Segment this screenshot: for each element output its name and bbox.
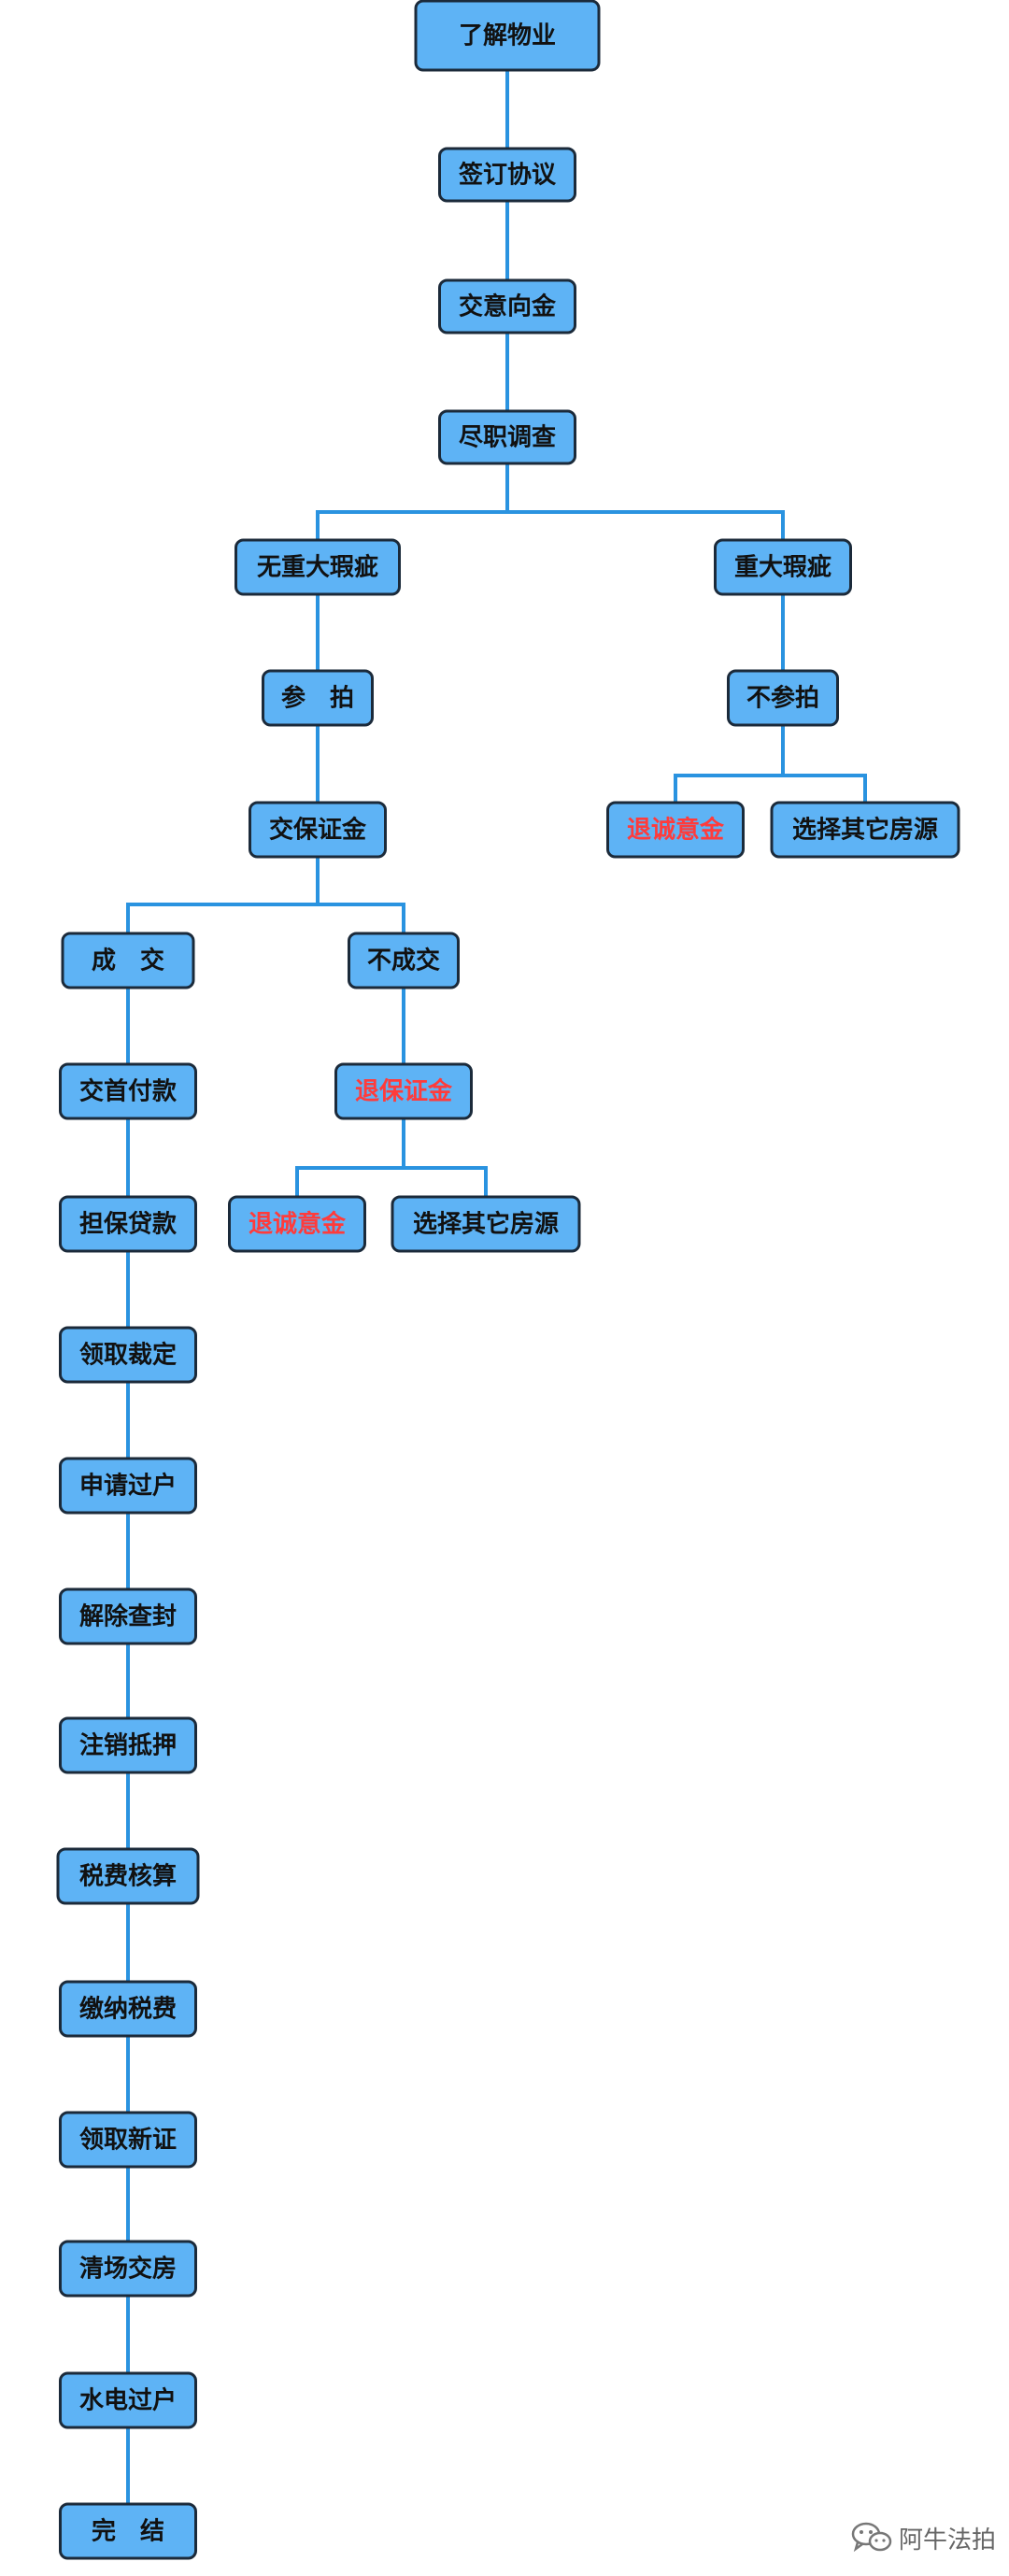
node-box <box>727 669 839 727</box>
node-box <box>414 0 601 72</box>
node-lift-seal: 解除查封 <box>59 1587 197 1645</box>
node-label: 领取新证 <box>79 2126 177 2155</box>
node-label: 签订协议 <box>459 161 557 190</box>
node-label: 申请过户 <box>79 1472 177 1501</box>
node-label: 无重大瑕疵 <box>257 553 378 582</box>
node-label: 交保证金 <box>269 816 367 845</box>
connector-line <box>318 903 405 933</box>
node-label: 解除查封 <box>79 1602 177 1631</box>
node-handover: 清场交房 <box>59 2240 197 2298</box>
node-tax-assess: 税费核算 <box>56 1847 200 1905</box>
node-no-deal: 不成交 <box>348 932 460 989</box>
node-utility-transfer: 水电过户 <box>59 2371 197 2429</box>
node-box <box>249 801 387 859</box>
node-box <box>348 932 460 989</box>
connectors <box>126 70 867 2504</box>
node-box <box>770 801 960 859</box>
node-major-defect: 重大瑕疵 <box>714 538 852 596</box>
node-box <box>262 669 374 727</box>
node-guarantee-loan: 担保贷款 <box>59 1195 197 1253</box>
node-deal: 成 交 <box>61 932 195 989</box>
node-no-major-defect: 无重大瑕疵 <box>234 538 401 596</box>
node-choose-other-b: 选择其它房源 <box>391 1195 581 1253</box>
node-choose-other-a: 选择其它房源 <box>770 801 960 859</box>
node-refund-b: 退诚意金 <box>228 1195 366 1253</box>
node-label: 水电过户 <box>79 2386 177 2415</box>
node-apply-transfer: 申请过户 <box>59 1457 197 1515</box>
node-box <box>606 801 745 859</box>
connector-line <box>295 1118 405 1197</box>
connector-line <box>126 857 320 933</box>
node-box <box>391 1195 581 1253</box>
node-label: 重大瑕疵 <box>734 553 831 582</box>
connector-line <box>783 774 867 803</box>
node-label: 交首付款 <box>79 1077 178 1106</box>
node-box <box>334 1062 473 1120</box>
nodes: 了解物业签订协议交意向金尽职调查无重大瑕疵重大瑕疵参 拍不参拍退诚意金选择其它房… <box>56 0 960 2560</box>
node-label: 退保证金 <box>355 1077 453 1106</box>
node-sign: 签订协议 <box>438 147 576 203</box>
node-pay-bond: 交保证金 <box>249 801 387 859</box>
node-new-cert: 领取新证 <box>59 2111 197 2169</box>
node-cancel-mortgage: 注销抵押 <box>59 1716 197 1774</box>
node-box <box>59 2240 197 2298</box>
node-label: 成 交 <box>92 946 164 975</box>
connector-line <box>507 510 785 540</box>
node-box <box>56 1847 200 1905</box>
node-label: 税费核算 <box>79 1862 177 1891</box>
node-refund-bond: 退保证金 <box>334 1062 473 1120</box>
watermark: 阿牛法拍 <box>850 2519 996 2556</box>
node-no-bid: 不参拍 <box>727 669 839 727</box>
node-pay-tax: 缴纳税费 <box>59 1980 197 2038</box>
node-label: 了解物业 <box>459 22 556 50</box>
node-label: 选择其它房源 <box>413 1210 559 1239</box>
node-box <box>438 147 576 203</box>
node-refund-a: 退诚意金 <box>606 801 745 859</box>
wechat-icon <box>851 2522 892 2553</box>
connector-line <box>316 463 509 540</box>
node-box <box>234 538 401 596</box>
node-box <box>59 1980 197 2038</box>
node-box <box>438 409 576 465</box>
node-label: 不参拍 <box>746 684 819 713</box>
node-label: 清场交房 <box>79 2255 177 2284</box>
watermark-text: 阿牛法拍 <box>898 2526 996 2555</box>
node-label: 退诚意金 <box>249 1210 347 1239</box>
node-label: 缴纳税费 <box>79 1995 177 2024</box>
node-box <box>59 1062 197 1120</box>
node-box <box>714 538 852 596</box>
connector-line <box>404 1166 488 1197</box>
node-label: 不成交 <box>367 946 440 975</box>
node-box <box>59 2371 197 2429</box>
node-complete: 完 结 <box>59 2502 197 2560</box>
node-label: 注销抵押 <box>79 1731 177 1760</box>
node-box <box>59 2111 197 2169</box>
node-intent-deposit: 交意向金 <box>438 278 576 334</box>
node-box <box>59 1326 197 1384</box>
node-get-ruling: 领取裁定 <box>59 1326 197 1384</box>
node-box <box>438 278 576 334</box>
node-label: 尽职调查 <box>459 424 556 452</box>
node-understand: 了解物业 <box>414 0 601 72</box>
node-label: 参 拍 <box>281 684 354 713</box>
node-label: 领取裁定 <box>79 1341 177 1370</box>
node-box <box>59 1457 197 1515</box>
node-down-payment: 交首付款 <box>59 1062 197 1120</box>
node-bid: 参 拍 <box>262 669 374 727</box>
node-label: 选择其它房源 <box>792 816 938 845</box>
node-box <box>59 1716 197 1774</box>
node-label: 完 结 <box>92 2517 164 2546</box>
node-box <box>228 1195 366 1253</box>
node-box <box>59 1195 197 1253</box>
node-label: 担保贷款 <box>79 1210 178 1239</box>
node-box <box>59 1587 197 1645</box>
node-label: 交意向金 <box>459 292 557 321</box>
node-box <box>59 2502 197 2560</box>
connector-line <box>674 725 785 803</box>
node-label: 退诚意金 <box>627 816 725 845</box>
node-due-diligence: 尽职调查 <box>438 409 576 465</box>
node-box <box>61 932 195 989</box>
